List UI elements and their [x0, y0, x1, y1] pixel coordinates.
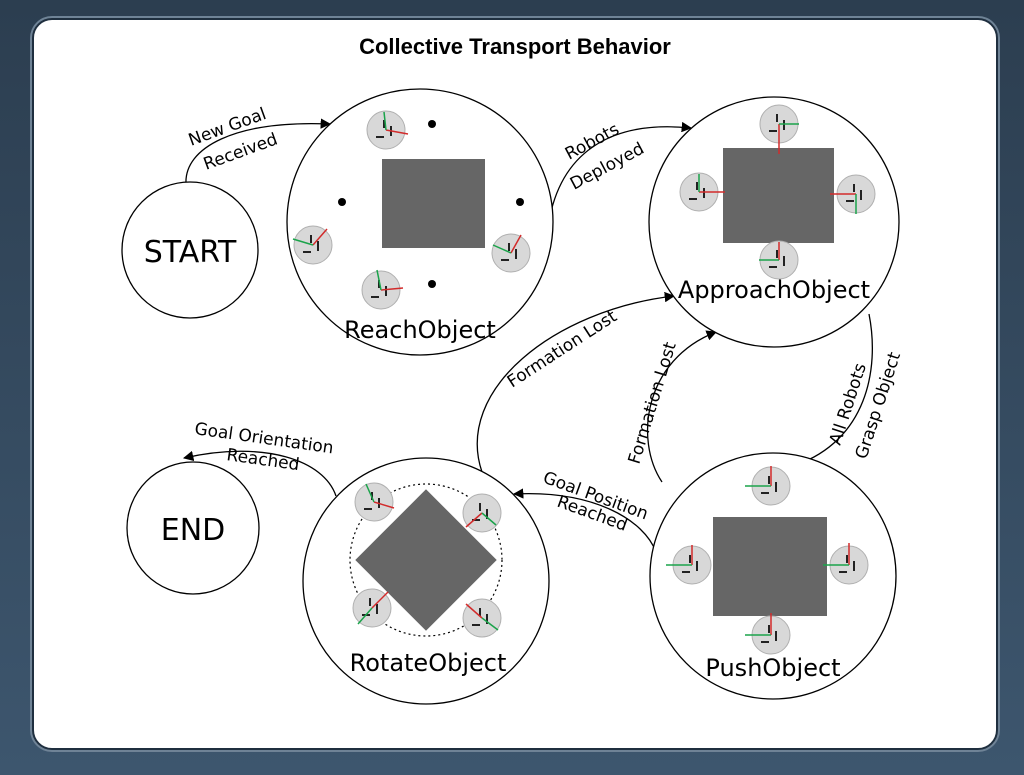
- edge-rotate-to-approach: [476, 291, 676, 473]
- reach-object-box: [382, 159, 485, 248]
- robot-icon: [361, 269, 404, 310]
- edge-push-to-approach: [646, 330, 717, 483]
- robot-icon: [745, 613, 791, 655]
- diagram-title: Collective Transport Behavior: [359, 34, 671, 59]
- edge-label-formation-lost-a: Formation Lost: [504, 306, 621, 392]
- robot-icon: [352, 588, 392, 628]
- rotate-object-node: RotateObject: [302, 457, 550, 705]
- rotate-object-label: RotateObject: [350, 649, 507, 677]
- robot-icon: [666, 545, 712, 585]
- end-label: END: [161, 513, 226, 548]
- robot-icon: [462, 598, 502, 638]
- robot-icon: [354, 482, 395, 522]
- edge-start-to-reach: [185, 118, 332, 185]
- push-object-node: PushObject: [649, 452, 897, 700]
- edge-reach-to-approach: [549, 121, 693, 217]
- robot-icon: [830, 174, 876, 214]
- robot-icon: [759, 104, 799, 154]
- robot-icon: [759, 240, 799, 280]
- approach-object-box: [723, 148, 834, 243]
- reach-object-label: ReachObject: [344, 316, 496, 344]
- approach-object-node: ApproachObject: [648, 96, 900, 348]
- robot-icon: [292, 225, 333, 265]
- start-node: START: [121, 181, 259, 319]
- end-node: END: [126, 461, 260, 595]
- state-machine-diagram: New Goal Received Robots Deployed All Ro…: [121, 88, 905, 705]
- edge-rotate-to-end: [182, 450, 337, 497]
- edge-push-to-rotate: [512, 488, 657, 553]
- robot-icon: [745, 466, 791, 506]
- push-object-box: [713, 517, 827, 616]
- robot-icon: [823, 543, 869, 585]
- robot-icon: [491, 233, 531, 273]
- push-object-label: PushObject: [705, 654, 840, 682]
- rotate-object-box: [355, 489, 497, 631]
- start-label: START: [144, 235, 237, 270]
- approach-object-label: ApproachObject: [678, 276, 870, 304]
- edge-label-formation-lost-b: Formation Lost: [625, 340, 681, 467]
- edge-approach-to-push: [795, 313, 874, 467]
- robot-icon: [462, 493, 502, 533]
- robot-icon: [366, 110, 409, 150]
- diagram-panel: Collective Transport Behavior New Goal R…: [32, 18, 998, 750]
- robot-icon: [679, 172, 725, 212]
- reach-object-node: ReachObject: [286, 88, 554, 356]
